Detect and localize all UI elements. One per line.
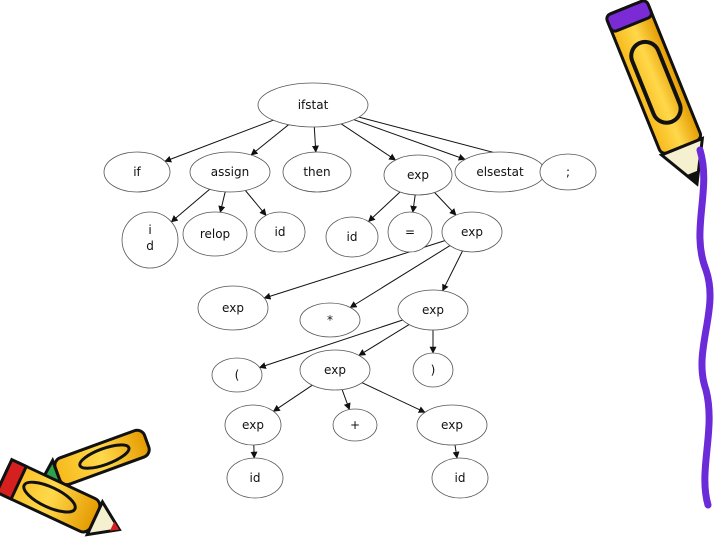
edge-ifstat-to-elsestat: [353, 119, 466, 161]
node-id3: id: [226, 457, 284, 499]
node-label: =: [405, 225, 415, 239]
node-ellipse: [121, 211, 179, 269]
node-label: ): [431, 363, 436, 377]
node-ellipse: [539, 153, 597, 191]
edge-ifstat-to-then: [311, 126, 319, 153]
node-ellipse: [257, 82, 369, 128]
node-label: +: [350, 418, 360, 432]
node-label: exp: [222, 301, 244, 315]
node-label: exp: [422, 303, 444, 317]
node-exp_m: exp: [397, 289, 469, 331]
node-ellipse: [412, 352, 454, 388]
node-plus: +: [332, 408, 378, 442]
node-exp_l: exp: [197, 285, 269, 331]
node-label: id: [250, 471, 261, 485]
edge-exp_c-to-exp_rr: [361, 382, 426, 413]
node-lparen: (: [211, 357, 263, 393]
edge-exp_c-to-plus: [341, 389, 351, 411]
node-ellipse: [211, 357, 263, 393]
edge-exp_m-to-exp_c: [358, 324, 410, 356]
node-if: if: [103, 151, 171, 193]
node-ifstat: ifstat: [257, 82, 369, 128]
node-elsestat: elsestat: [454, 151, 546, 193]
node-id4: id: [431, 457, 489, 499]
node-exp_rr: exp: [416, 404, 488, 446]
node-ellipse: [197, 285, 269, 331]
node-label: assign: [211, 165, 249, 179]
node-label: exp: [441, 418, 463, 432]
node-ellipse: [387, 211, 433, 253]
node-ellipse: [224, 404, 282, 446]
node-label: relop: [200, 227, 230, 241]
node-label: then: [303, 165, 330, 179]
node-exp_r: exp: [441, 211, 503, 253]
node-label: ;: [566, 165, 570, 179]
edge-ifstat-to-if: [164, 119, 274, 163]
node-ellipse: [431, 457, 489, 499]
node-ellipse: [282, 151, 352, 193]
edge-exp_top-to-eq: [410, 194, 418, 213]
node-exp_ll: exp: [224, 404, 282, 446]
node-label: elsestat: [476, 165, 524, 179]
node-star: *: [299, 302, 361, 338]
node-label: exp: [461, 225, 483, 239]
node-ellipse: [226, 457, 284, 499]
node-ellipse: [332, 408, 378, 442]
node-ellipse: [383, 154, 453, 196]
node-label: exp: [242, 418, 264, 432]
edge-exp_top-to-id2: [367, 191, 401, 222]
node-label: ifstat: [298, 98, 329, 112]
node-label: exp: [324, 363, 346, 377]
edge-exp_top-to-exp_r: [434, 192, 457, 216]
node-ellipse: [299, 349, 371, 391]
node-rparen: ): [412, 352, 454, 388]
node-id2: id: [325, 216, 379, 258]
edge-assign-to-relop: [218, 191, 226, 213]
node-label: id: [275, 225, 286, 239]
node-exp_top: exp: [383, 154, 453, 196]
node-label: *: [327, 313, 333, 327]
edge-ifstat-to-assign: [250, 124, 289, 156]
edge-exp_r-to-exp_m: [442, 250, 463, 292]
node-ellipse: [182, 211, 248, 257]
node-label: (: [235, 368, 240, 382]
node-assign: assign: [189, 151, 271, 193]
edge-exp_c-to-exp_ll: [272, 384, 313, 412]
node-then: then: [282, 151, 352, 193]
node-id1: id: [254, 211, 306, 253]
node-semi: ;: [539, 153, 597, 191]
node-relop: relop: [182, 211, 248, 257]
node-ellipse: [441, 211, 503, 253]
node-eq: =: [387, 211, 433, 253]
node-label: if: [133, 165, 141, 179]
pencil-illustration-top-right: [605, 0, 714, 509]
node-ellipse: [299, 302, 361, 338]
node-label: id: [347, 230, 358, 244]
node-ellipse: [189, 151, 271, 193]
edge-exp_rr-to-id4: [452, 444, 460, 459]
node-ellipse: [254, 211, 306, 253]
tree-edges: [164, 116, 543, 459]
edge-assign-to-id1: [245, 190, 267, 216]
node-exp_c: exp: [299, 349, 371, 391]
node-ellipse: [416, 404, 488, 446]
pencil-illustration-bottom-left: [0, 428, 151, 537]
edge-exp_m-to-lparen: [258, 319, 403, 369]
edge-assign-to-i_d: [170, 188, 211, 223]
edge-exp_r-to-star: [349, 245, 451, 308]
node-ellipse: [325, 216, 379, 258]
node-ellipse: [103, 151, 171, 193]
node-label: exp: [407, 168, 429, 182]
node-ellipse: [397, 289, 469, 331]
node-label: id: [455, 471, 466, 485]
edge-ifstat-to-exp_top: [341, 123, 397, 161]
